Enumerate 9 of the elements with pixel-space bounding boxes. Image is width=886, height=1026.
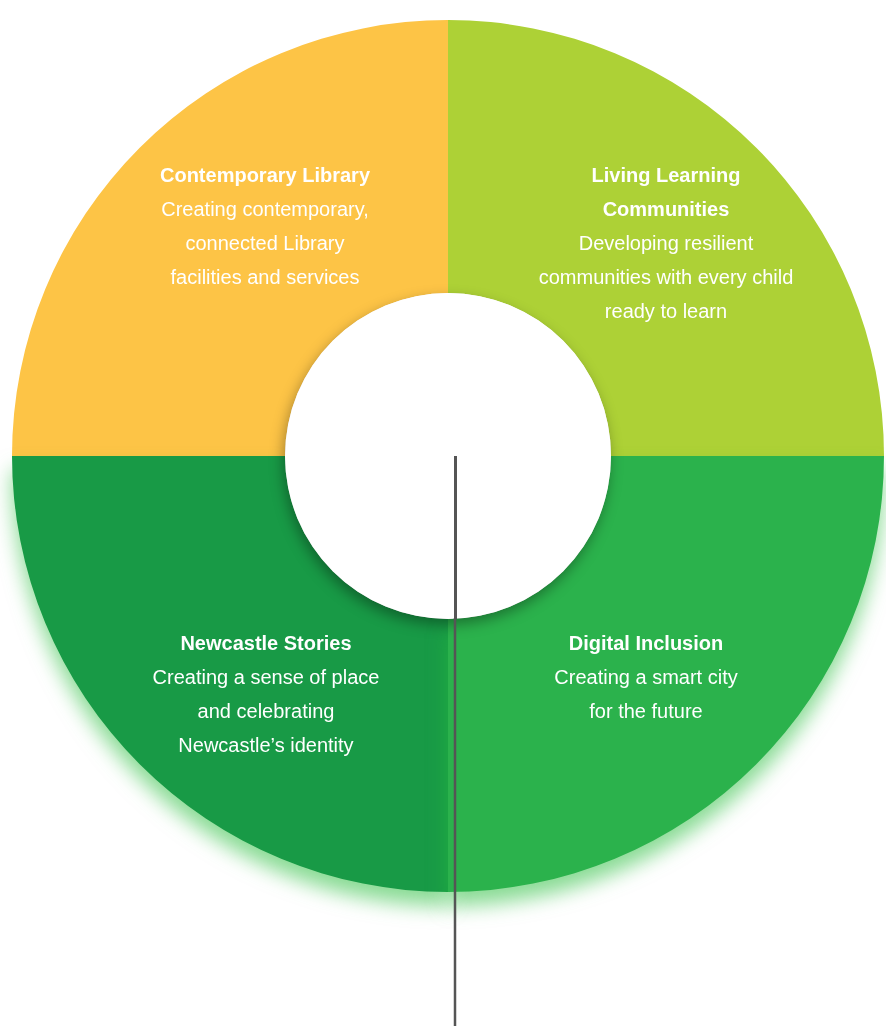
segment-heading: Newcastle Stories: [179, 631, 353, 656]
segment-heading: Living Learning Communities: [590, 163, 742, 222]
segment-heading: Digital Inclusion: [567, 631, 725, 656]
segment-description: Creating contemporary, connected Library facilities and services: [160, 197, 370, 290]
segment-description: Creating a smart city for the future: [553, 665, 739, 724]
segment-description: Developing resilient communities with every child ready to learn: [538, 231, 794, 324]
segment-heading: Contemporary Library: [158, 163, 372, 188]
segment-description: Creating a sense of place and celebrating Newcastle’s identity: [151, 665, 381, 758]
connector-line: [453, 618, 457, 1026]
